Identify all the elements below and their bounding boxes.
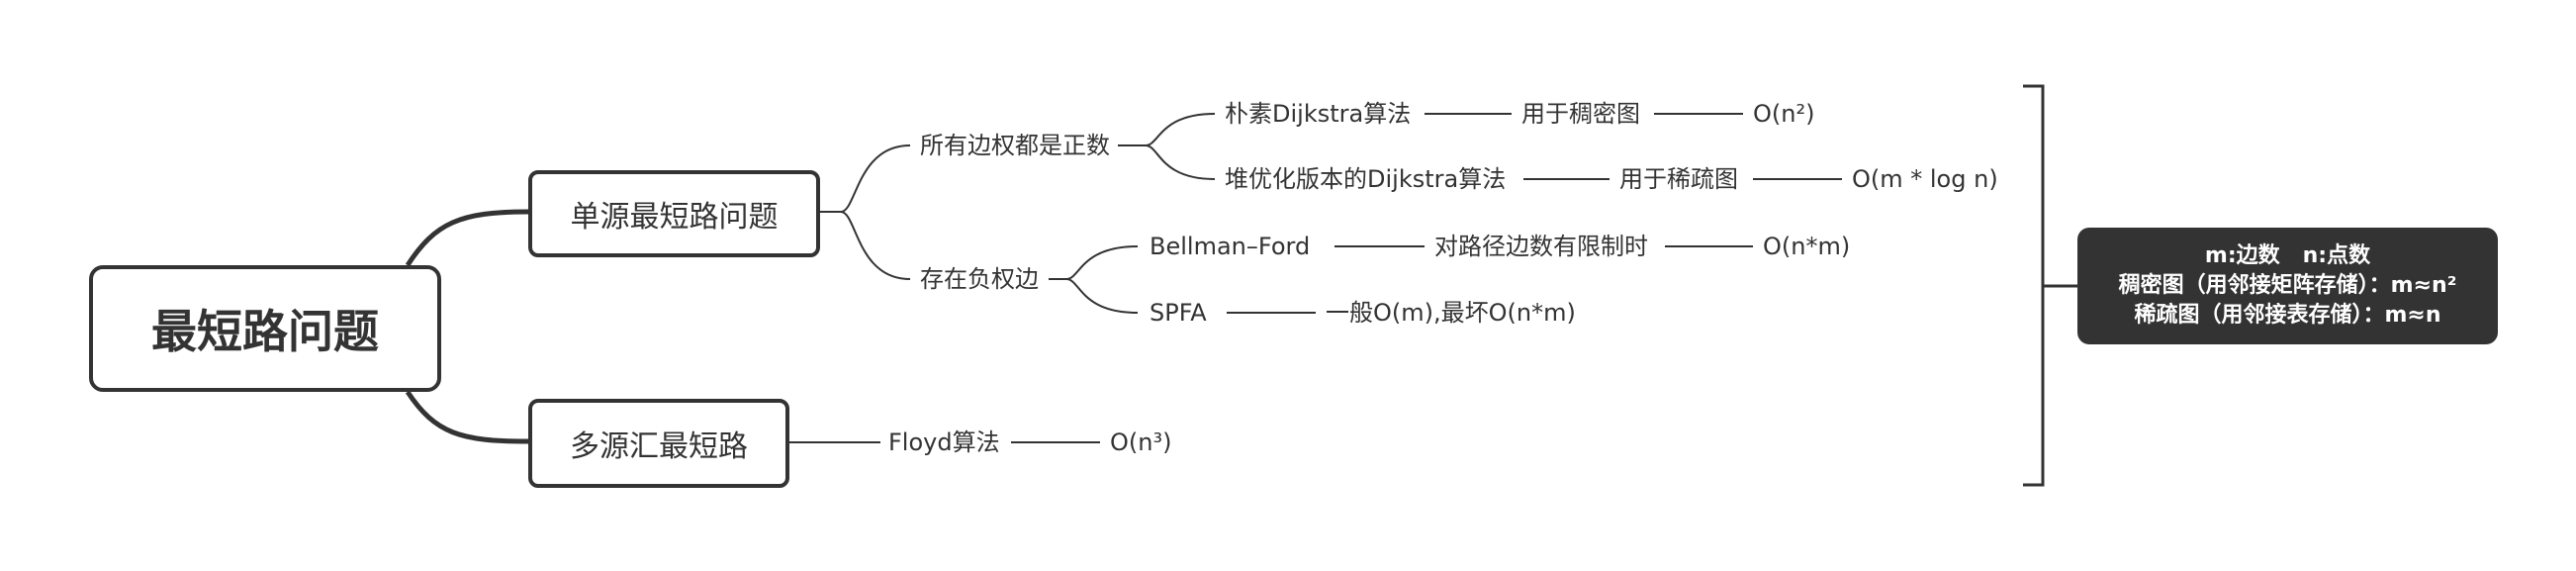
topic-floyd[interactable]: Floyd算法 (888, 428, 1000, 456)
topic-heap-use[interactable]: 用于稀疏图 (1619, 165, 1738, 193)
summary-note[interactable]: m:边数 n:点数 稠密图（用邻接矩阵存储）：m≈n² 稀疏图（用邻接表存储）：… (2077, 228, 2498, 344)
topic-naive-complexity[interactable]: O(n²) (1753, 100, 1815, 128)
topic-multi-source[interactable]: 多源汇最短路 (528, 399, 789, 488)
topic-negative-edges[interactable]: 存在负权边 (920, 265, 1039, 293)
topic-floyd-complexity[interactable]: O(n³) (1110, 428, 1172, 456)
edge-negative-bellman (1049, 245, 1139, 280)
topic-heap-complexity[interactable]: O(m * log n) (1852, 165, 1998, 193)
topic-spfa[interactable]: SPFA (1150, 299, 1207, 327)
topic-naive-use[interactable]: 用于稠密图 (1521, 100, 1640, 128)
summary-bracket (2023, 84, 2045, 487)
summary-line-1: m:边数 n:点数 (2204, 243, 2371, 268)
topic-bellman-use[interactable]: 对路径边数有限制时 (1434, 233, 1648, 260)
edge-positive-naive (1118, 113, 1216, 146)
edge-negative-spfa (1049, 278, 1139, 314)
topic-all-positive[interactable]: 所有边权都是正数 (920, 132, 1110, 159)
summary-line-3: 稀疏图（用邻接表存储）：m≈n (2134, 303, 2441, 328)
summary-line-2: 稠密图（用邻接矩阵存储）：m≈n² (2118, 273, 2457, 298)
edge-root-multi (405, 390, 529, 444)
topic-bellman-ford[interactable]: Bellman–Ford (1150, 233, 1311, 260)
edge-single-positive (820, 144, 911, 213)
topic-spfa-complexity[interactable]: 一般O(m),最坏O(n*m) (1326, 299, 1576, 327)
topic-bellman-complexity[interactable]: O(n*m) (1763, 233, 1851, 260)
edge-root-single (405, 209, 529, 267)
edge-positive-heap (1118, 144, 1216, 180)
root-topic[interactable]: 最短路问题 (89, 265, 441, 392)
topic-heap-dijkstra[interactable]: 堆优化版本的Dijkstra算法 (1225, 165, 1507, 193)
topic-single-source[interactable]: 单源最短路问题 (528, 170, 820, 257)
edge-single-negative (820, 211, 911, 280)
topic-naive-dijkstra[interactable]: 朴素Dijkstra算法 (1225, 100, 1412, 128)
